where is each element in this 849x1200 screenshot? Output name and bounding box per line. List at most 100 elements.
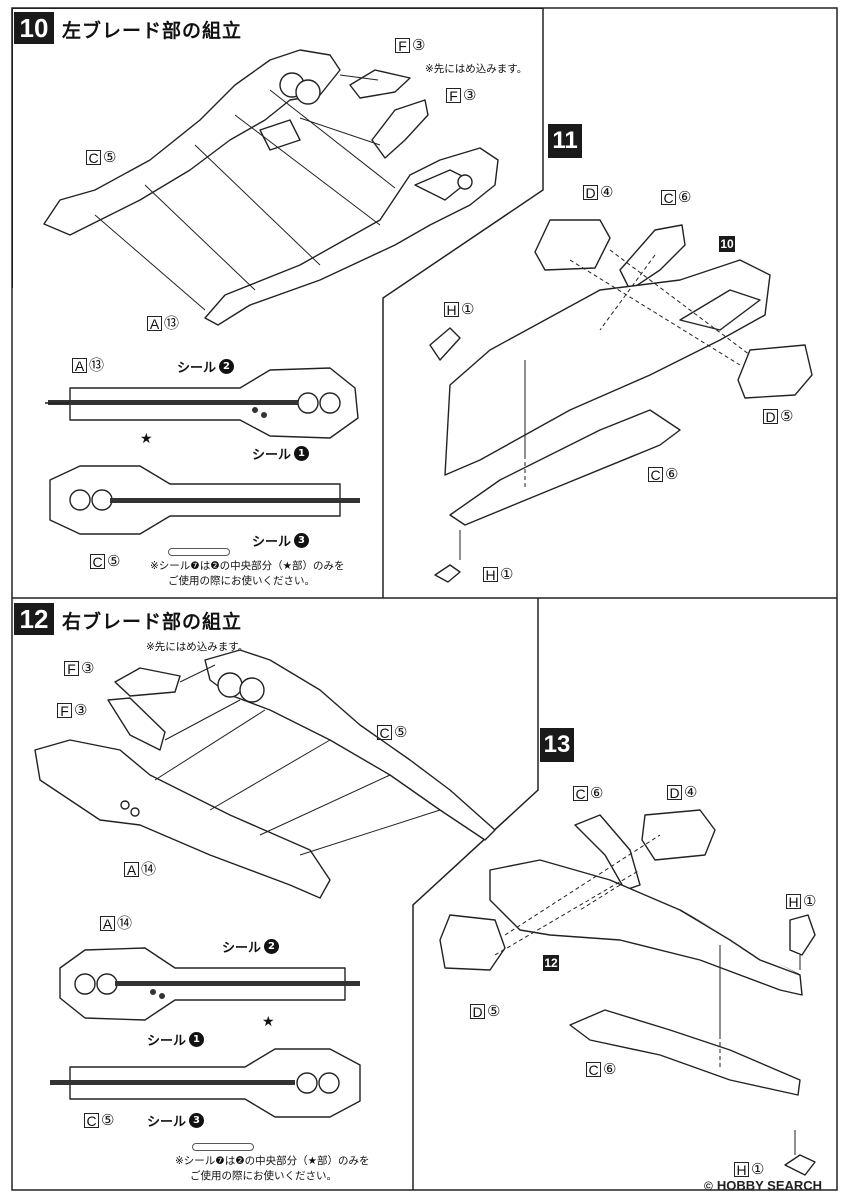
seal-number: 2 xyxy=(219,359,235,374)
part-letter: D xyxy=(763,409,778,424)
step-11-number: 11 xyxy=(548,124,582,158)
part-number: ③ xyxy=(81,660,95,677)
seal-note: ※シール❼は❷の中央部分（★部）のみを xyxy=(150,560,345,572)
part-letter: C xyxy=(586,1062,601,1077)
part-letter: H xyxy=(734,1162,749,1177)
part-number: ⑬ xyxy=(164,315,180,332)
part-number: ⑤ xyxy=(107,553,121,570)
part-letter: F xyxy=(446,88,461,103)
part-letter: F xyxy=(395,38,410,53)
press-fit-note: ※先にはめ込みます。 xyxy=(425,63,528,75)
part-letter: H xyxy=(444,302,459,317)
seal-7-marker xyxy=(192,1143,254,1151)
part-number: ⑤ xyxy=(103,149,117,166)
seal-number: 2 xyxy=(264,939,280,954)
step-ref-12: 12 xyxy=(543,955,559,971)
part-letter: H xyxy=(786,894,801,909)
part-number: ① xyxy=(500,566,514,583)
part-letter: A xyxy=(100,916,115,931)
part-number: ① xyxy=(461,301,475,318)
part-letter: D xyxy=(667,785,682,800)
part-number: ③ xyxy=(74,702,88,719)
seal-number: 1 xyxy=(189,1032,205,1047)
seal-number: 3 xyxy=(294,533,310,548)
seal-number: 1 xyxy=(294,446,310,461)
part-number: ⑥ xyxy=(603,1061,617,1078)
part-letter: C xyxy=(84,1113,99,1128)
step-11-exploded-diagram xyxy=(429,219,813,583)
step-12-title: 右ブレード部の組立 xyxy=(62,611,243,633)
watermark: © HOBBY SEARCH xyxy=(704,1178,822,1193)
seal-text: シール xyxy=(147,1115,187,1130)
part-number: ③ xyxy=(463,87,477,104)
part-letter: D xyxy=(470,1004,485,1019)
copyright-icon: © xyxy=(704,1178,713,1193)
part-number: ⑭ xyxy=(141,861,157,878)
part-letter: D xyxy=(583,185,598,200)
part-number: ④ xyxy=(600,184,614,201)
part-letter: C xyxy=(573,786,588,801)
part-number: ⑤ xyxy=(780,408,794,425)
watermark-text: HOBBY SEARCH xyxy=(716,1178,823,1193)
star-mark: ★ xyxy=(140,431,153,447)
step-10-seal-view-bottom xyxy=(49,465,360,535)
step-ref-10: 10 xyxy=(719,236,735,252)
part-number: ⑥ xyxy=(590,785,604,802)
seal-text: シール xyxy=(252,448,292,463)
seal-text: シール xyxy=(177,361,217,376)
step-10-title: 左ブレード部の組立 xyxy=(62,20,243,42)
part-number: ⑬ xyxy=(89,357,105,374)
part-number: ③ xyxy=(412,37,426,54)
part-number: ① xyxy=(803,893,817,910)
part-letter: C xyxy=(661,190,676,205)
step-10-seal-view-top xyxy=(45,367,359,439)
part-number: ⑥ xyxy=(678,189,692,206)
press-fit-note: ※先にはめ込みます。 xyxy=(146,641,249,653)
part-number: ④ xyxy=(684,784,698,801)
part-letter: H xyxy=(483,567,498,582)
step-13-exploded-diagram xyxy=(439,809,816,1176)
step-10-exploded-diagram xyxy=(43,49,499,326)
part-letter: C xyxy=(86,150,101,165)
part-number: ① xyxy=(751,1161,765,1178)
part-letter: C xyxy=(377,725,392,740)
part-letter: C xyxy=(90,554,105,569)
step-12-seal-view-bottom xyxy=(50,1048,361,1118)
seal-7-marker xyxy=(168,548,230,556)
seal-text: シール xyxy=(252,535,292,550)
seal-note: ※シール❼は❷の中央部分（★部）のみを xyxy=(175,1155,370,1167)
step-13-number: 13 xyxy=(540,728,574,762)
seal-number: 3 xyxy=(189,1113,205,1128)
part-letter: A xyxy=(124,862,139,877)
part-number: ⑤ xyxy=(394,724,408,741)
part-number: ⑤ xyxy=(101,1112,115,1129)
part-letter: A xyxy=(147,316,162,331)
